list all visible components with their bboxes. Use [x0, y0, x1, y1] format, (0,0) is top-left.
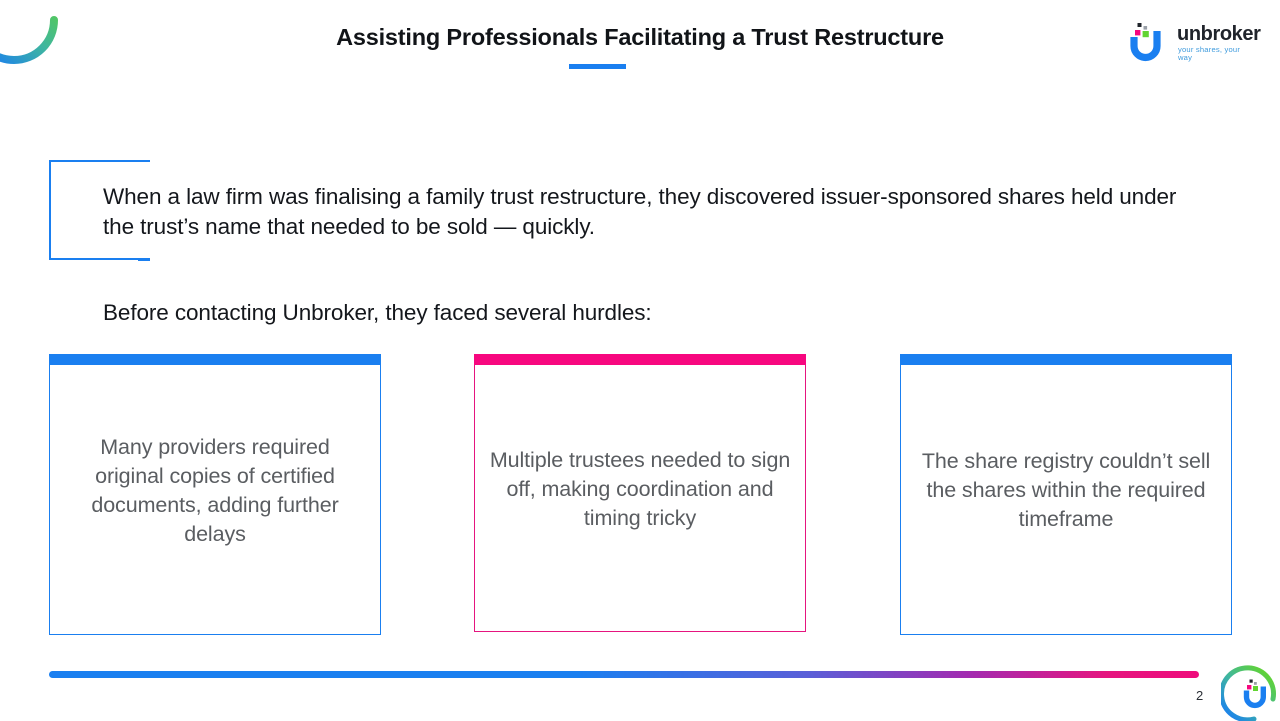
hurdle-card-3: The share registry couldn’t sell the sha…	[900, 354, 1232, 635]
title-underline-accent	[569, 64, 626, 69]
hurdle-card-3-accent-bar	[900, 354, 1232, 365]
intro-bracket-decoration	[49, 159, 150, 261]
hurdle-card-2-accent-bar	[474, 354, 806, 365]
footer-gradient-rule	[49, 671, 1199, 678]
brand-tagline: your shares, your way	[1178, 45, 1241, 62]
hurdle-card-3-text: The share registry couldn’t sell the sha…	[921, 449, 1211, 531]
unbroker-u-logo-icon	[1130, 23, 1161, 62]
hurdle-card-1: Many providers required original copies …	[49, 354, 381, 635]
brand-wordmark: unbroker	[1177, 23, 1261, 45]
page-number: 2	[1196, 688, 1204, 703]
subheading: Before contacting Unbroker, they faced s…	[103, 300, 652, 325]
hurdle-card-2: Multiple trustees needed to sign off, ma…	[474, 354, 806, 632]
corner-logo-bottom-right	[1221, 665, 1276, 721]
hurdle-card-1-text: Many providers required original copies …	[91, 434, 339, 546]
intro-paragraph: When a law firm was finalising a family …	[103, 184, 1177, 239]
hurdle-card-2-text: Multiple trustees needed to sign off, ma…	[489, 447, 791, 530]
hurdle-cards-row: Many providers required original copies …	[49, 354, 1233, 635]
brand-logo: unbroker your shares, your way	[1125, 19, 1261, 65]
page-title: Assisting Professionals Facilitating a T…	[336, 24, 944, 50]
hurdle-card-1-accent-bar	[49, 354, 381, 365]
intro-block: When a law firm was finalising a family …	[49, 159, 1229, 261]
